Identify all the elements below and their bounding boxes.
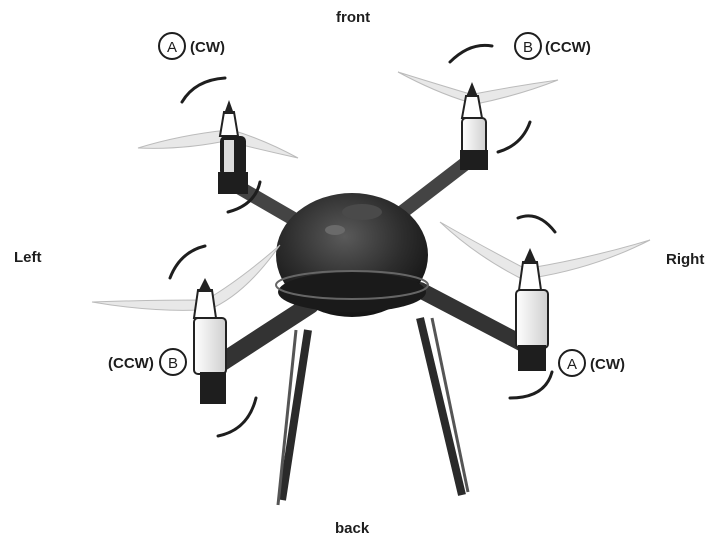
rotor-label-back-left: (CCW) B bbox=[108, 349, 186, 375]
rotor-letter-back-left: B bbox=[168, 355, 178, 372]
rotor-rotation-front-right: (CCW) bbox=[545, 39, 591, 56]
rotor-label-back-right: A (CW) bbox=[559, 350, 625, 376]
rotor-front-right bbox=[398, 45, 558, 170]
rotor-label-front-right: B (CCW) bbox=[515, 33, 591, 59]
rotor-letter-back-right: A bbox=[567, 356, 577, 373]
back-label: back bbox=[335, 520, 370, 537]
left-label: Left bbox=[14, 249, 42, 266]
central-body bbox=[276, 193, 428, 317]
rotor-rotation-front-left: (CW) bbox=[190, 39, 225, 56]
rotor-label-front-left: A (CW) bbox=[159, 33, 225, 59]
rotor-front-left bbox=[138, 78, 298, 212]
rotor-letter-front-right: B bbox=[523, 39, 533, 56]
right-label: Right bbox=[666, 251, 704, 268]
front-label: front bbox=[336, 9, 370, 26]
landing-gear bbox=[278, 318, 468, 505]
rotor-letter-front-left: A bbox=[167, 39, 177, 56]
rotor-rotation-back-right: (CW) bbox=[590, 356, 625, 373]
rotor-rotation-back-left: (CCW) bbox=[108, 355, 154, 372]
